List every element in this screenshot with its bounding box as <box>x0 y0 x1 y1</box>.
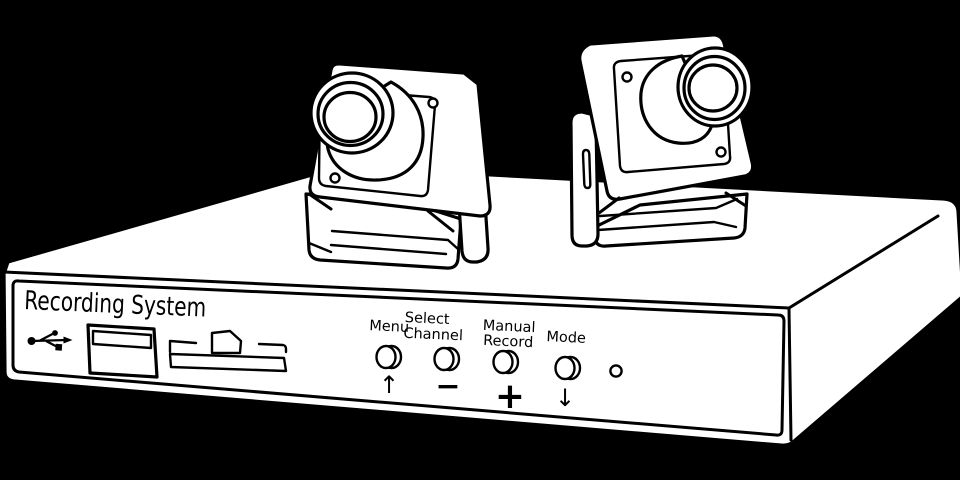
camera-left-screw-bottom <box>329 172 341 184</box>
mini-camera-left <box>304 62 492 270</box>
camera-left-base <box>304 192 463 270</box>
select-channel-button[interactable] <box>433 346 461 372</box>
usb-icon-square <box>55 343 63 351</box>
down-arrow-symbol: ↓ <box>555 384 575 412</box>
usb-icon-arrowhead <box>63 336 73 344</box>
camera-left-lens-glass <box>322 90 378 144</box>
camera-right-screw-top <box>621 71 633 83</box>
usb-icon-circle <box>52 330 58 336</box>
disc-tray-icon[interactable] <box>168 329 288 373</box>
mini-camera-right <box>569 33 755 248</box>
camera-right-screw-bottom <box>715 146 727 158</box>
usb-port[interactable] <box>86 323 159 379</box>
manual-record-label-line1: Manual <box>482 318 535 336</box>
minus-symbol: − <box>435 369 460 404</box>
camera-left-screw-top <box>427 97 439 109</box>
up-arrow-symbol: ↑ <box>379 371 399 399</box>
camera-right-neck-lines <box>597 191 748 215</box>
camera-left-base-lip <box>307 229 460 256</box>
plus-symbol: + <box>495 376 525 417</box>
camera-left-neck-lines <box>307 192 455 233</box>
camera-right-lens-glass <box>687 63 739 113</box>
mode-button[interactable] <box>554 355 582 381</box>
chassis-edge-lines <box>2 214 940 442</box>
menu-button-label: Menu <box>369 318 409 336</box>
menu-button[interactable] <box>375 344 403 370</box>
manual-record-button[interactable] <box>492 349 520 375</box>
usb-icon <box>27 330 73 351</box>
camera-right-bracket-slot <box>581 148 592 190</box>
manual-record-label-line2: Record <box>483 333 534 351</box>
camera-right-base-lip <box>596 197 739 232</box>
camera-right-lens-cone <box>639 54 714 145</box>
front-panel-frame <box>11 279 786 437</box>
select-channel-label-line2: Channel <box>403 326 463 345</box>
select-channel-label-line1: Select <box>404 310 450 328</box>
power-led <box>609 364 623 378</box>
mode-button-label: Mode <box>546 329 586 347</box>
